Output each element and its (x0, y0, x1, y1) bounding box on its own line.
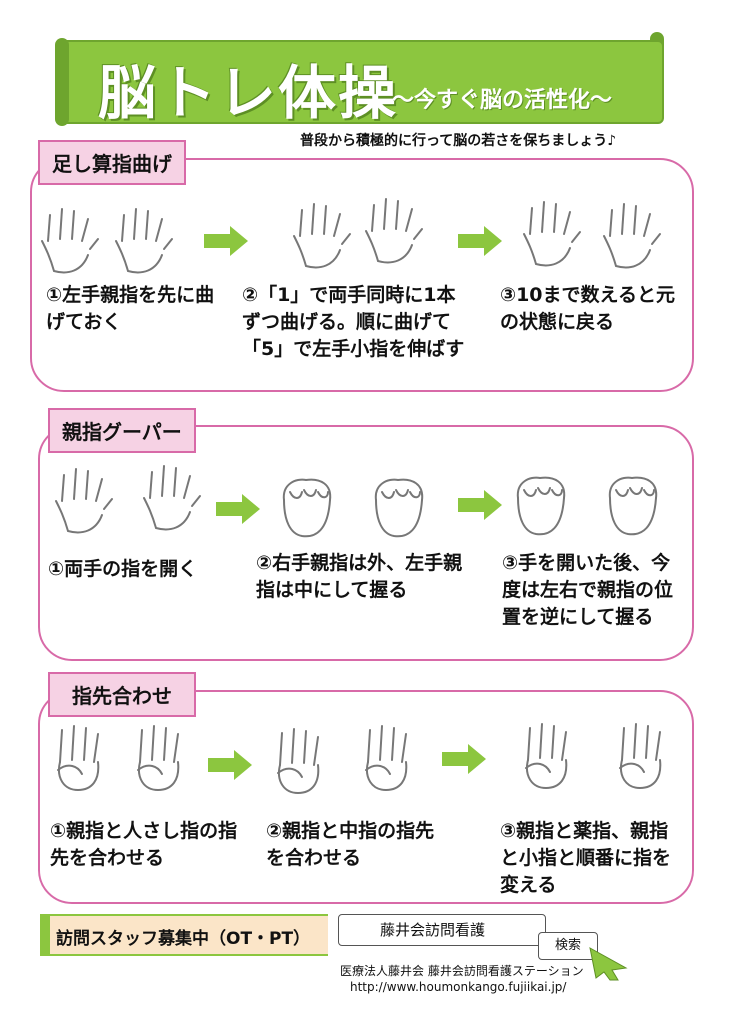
hand-illustration (356, 722, 418, 792)
hand-illustration (128, 722, 190, 792)
tagline: 普段から積極的に行って脳の若さを保ちましょう♪ (300, 133, 617, 149)
section-label-3: 指先合わせ (48, 672, 196, 717)
step-text: ③手を開いた後、今度は左右で親指の位置を逆にして握る (502, 552, 674, 628)
step-text: ①両手の指を開く (48, 558, 198, 580)
hand-illustration (52, 465, 114, 535)
hand-illustration (610, 720, 672, 790)
title-banner (60, 40, 664, 124)
hand-illustration (602, 468, 664, 538)
hand-illustration (368, 470, 430, 540)
hand-illustration (276, 470, 338, 540)
hand-illustration (268, 725, 330, 795)
hand-illustration (516, 720, 578, 790)
hand-illustration (600, 200, 662, 270)
page-title: 脳トレ体操 (98, 59, 399, 127)
recruit-text: 訪問スタッフ募集中（OT・PT） (56, 929, 311, 949)
step-text: ①左手親指を先に曲げておく (46, 284, 215, 333)
step-text: ②「1」で両手同時に1本ずつ曲げる。順に曲げて「5」で左手小指を伸ばす (242, 284, 465, 360)
banner-curl-left (55, 38, 69, 126)
hand-illustration (38, 205, 100, 275)
hand-illustration (520, 198, 582, 268)
organization-name: 医療法人藤井会 藤井会訪問看護ステーション (340, 964, 584, 978)
page-subtitle: 〜今すぐ脳の活性化〜 (392, 88, 613, 113)
search-input[interactable] (338, 914, 546, 946)
recruit-banner (40, 914, 328, 956)
section-panel-1 (30, 158, 694, 392)
arrow-right-icon (458, 490, 502, 520)
arrow-right-icon (204, 226, 248, 256)
section-label-1: 足し算指曲げ (38, 140, 186, 185)
step-text: ①親指と人さし指の指先を合わせる (50, 820, 238, 869)
step-text: ②親指と中指の指先を合わせる (266, 820, 435, 869)
arrow-right-icon (216, 494, 260, 524)
step-text: ②右手親指は外、左手親指は中にして握る (256, 552, 463, 601)
cursor-pointer-icon (589, 947, 628, 981)
search-input-text: 藤井会訪問看護 (380, 921, 486, 939)
hand-illustration (140, 462, 202, 532)
section-label-2: 親指グーパー (48, 408, 196, 453)
hand-illustration (510, 468, 572, 538)
arrow-right-icon (442, 744, 486, 774)
hand-illustration (362, 195, 424, 265)
arrow-right-icon (208, 750, 252, 780)
hand-illustration (112, 205, 174, 275)
search-button[interactable]: 検索 (538, 932, 598, 960)
section-panel-3 (38, 690, 694, 904)
step-text: ③10まで数えると元の状態に戻る (500, 284, 675, 333)
website-url[interactable]: http://www.houmonkango.fujiikai.jp/ (350, 980, 567, 994)
section-panel-2 (38, 425, 694, 661)
step-text: ③親指と薬指、親指と小指と順番に指を変える (500, 820, 672, 896)
hand-illustration (48, 722, 110, 792)
arrow-right-icon (458, 226, 502, 256)
hand-illustration (290, 200, 352, 270)
